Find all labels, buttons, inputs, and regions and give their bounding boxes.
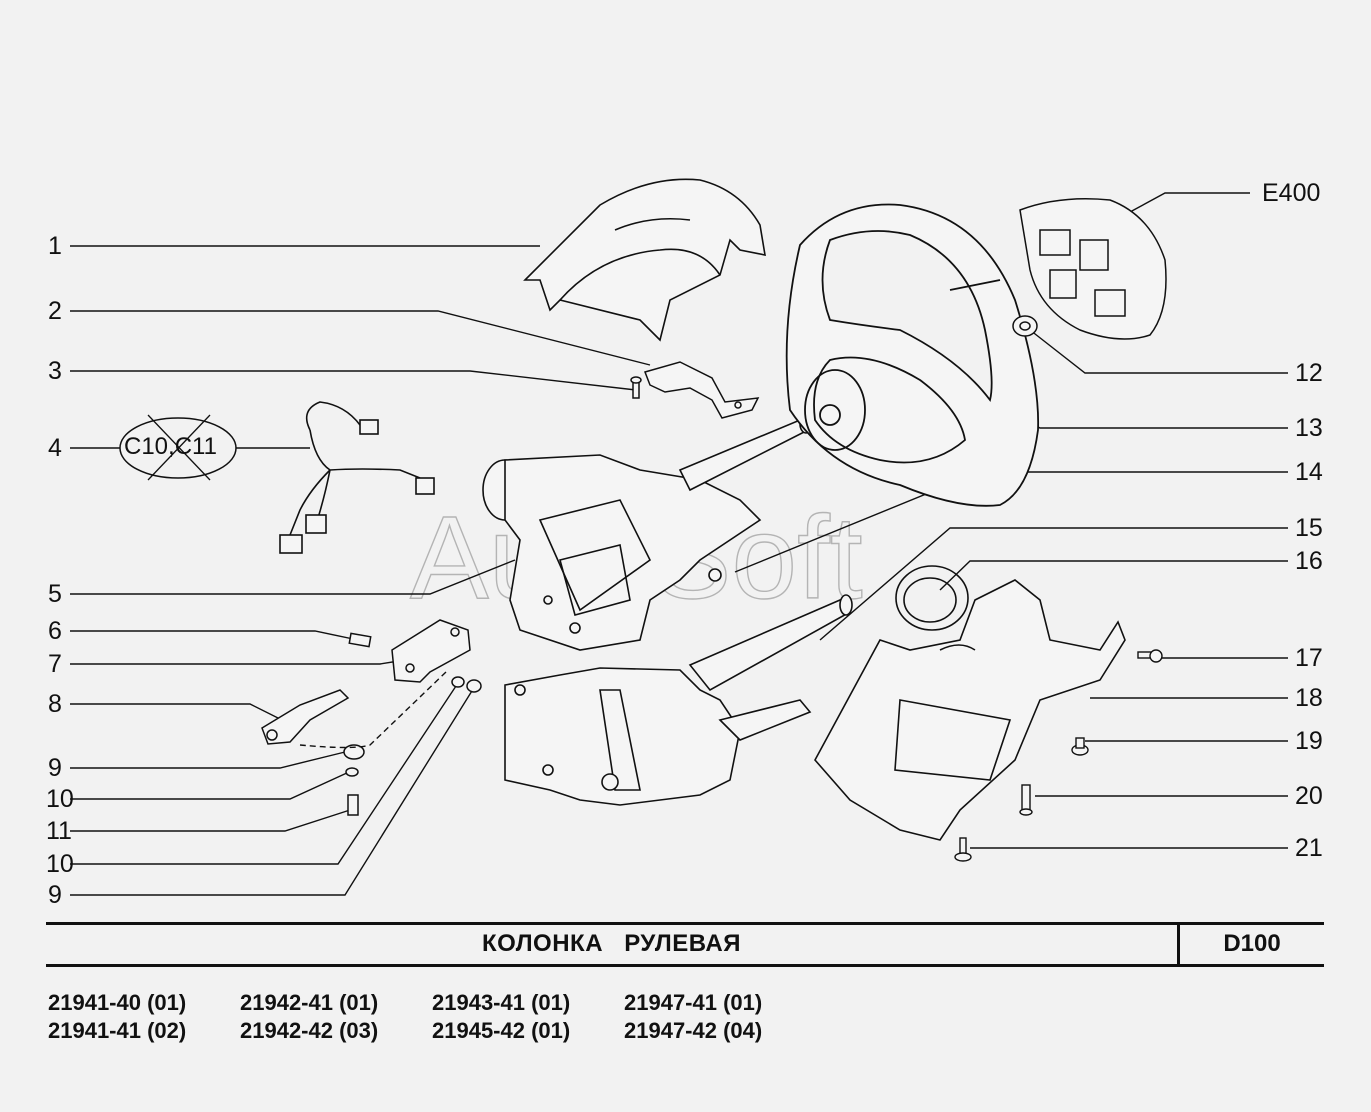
- model-code: 21943-41 (01): [432, 990, 571, 1015]
- label-9-upper: 9: [48, 754, 62, 782]
- label-7: 7: [48, 650, 62, 678]
- connector-label: C10,C11: [124, 435, 217, 459]
- label-e400: E400: [1262, 179, 1321, 207]
- model-code: 21947-41 (01): [624, 990, 763, 1015]
- airbag-module: [1019, 198, 1167, 340]
- label-8: 8: [48, 690, 62, 718]
- title-block-divider: [1177, 923, 1180, 965]
- exploded-view-drawing: AutoSoft: [70, 178, 1288, 896]
- label-12: 12: [1295, 359, 1323, 387]
- assembly-direction-arrow: [299, 671, 447, 749]
- model-code: 21945-42 (01): [432, 1018, 571, 1043]
- label-10-lower: 10: [46, 850, 74, 878]
- connector-c10: C10: [124, 433, 169, 460]
- intermediate-shaft-parts: [261, 619, 482, 816]
- label-20: 20: [1295, 782, 1323, 810]
- label-13: 13: [1295, 414, 1323, 442]
- leader-lines-right: [734, 192, 1288, 849]
- title-block-top-rule: [46, 922, 1324, 925]
- diagram-title: КОЛОНКА РУЛЕВАЯ: [482, 930, 741, 957]
- label-1: 1: [48, 232, 62, 260]
- diagram-code: D100: [1223, 930, 1281, 957]
- model-code: 21947-42 (04): [624, 1018, 763, 1043]
- label-4: 4: [48, 434, 62, 462]
- screws: [954, 649, 1163, 862]
- model-code: 21942-42 (03): [240, 1018, 379, 1043]
- bracket: [630, 361, 760, 419]
- steering-wheel: [785, 203, 1040, 507]
- contact-ring: [895, 565, 969, 631]
- label-16: 16: [1295, 547, 1323, 575]
- upper-shroud: [523, 178, 766, 342]
- label-9-lower: 9: [48, 881, 62, 909]
- label-14: 14: [1295, 458, 1323, 486]
- model-code: 21941-41 (02): [48, 1018, 187, 1043]
- steering-column-lower: [504, 594, 853, 806]
- label-2: 2: [48, 297, 62, 325]
- connector-c11: C11: [174, 433, 217, 460]
- connector-callout: [119, 414, 237, 481]
- label-11: 11: [46, 817, 72, 845]
- label-10-upper: 10: [46, 785, 74, 813]
- nut-12: [1012, 315, 1038, 337]
- label-21: 21: [1295, 834, 1323, 862]
- wiring-harness: [279, 401, 435, 554]
- connector-comma: ,: [168, 433, 175, 460]
- label-5: 5: [48, 580, 62, 608]
- label-17: 17: [1295, 644, 1323, 672]
- label-3: 3: [48, 357, 62, 385]
- model-code: 21941-40 (01): [48, 990, 187, 1015]
- label-15: 15: [1295, 514, 1323, 542]
- model-code: 21942-41 (01): [240, 990, 379, 1015]
- label-6: 6: [48, 617, 62, 645]
- lower-shroud: [814, 579, 1126, 841]
- title-block-bottom-rule: [46, 964, 1324, 967]
- label-19: 19: [1295, 727, 1323, 755]
- label-18: 18: [1295, 684, 1323, 712]
- leader-lines-left: [70, 245, 651, 896]
